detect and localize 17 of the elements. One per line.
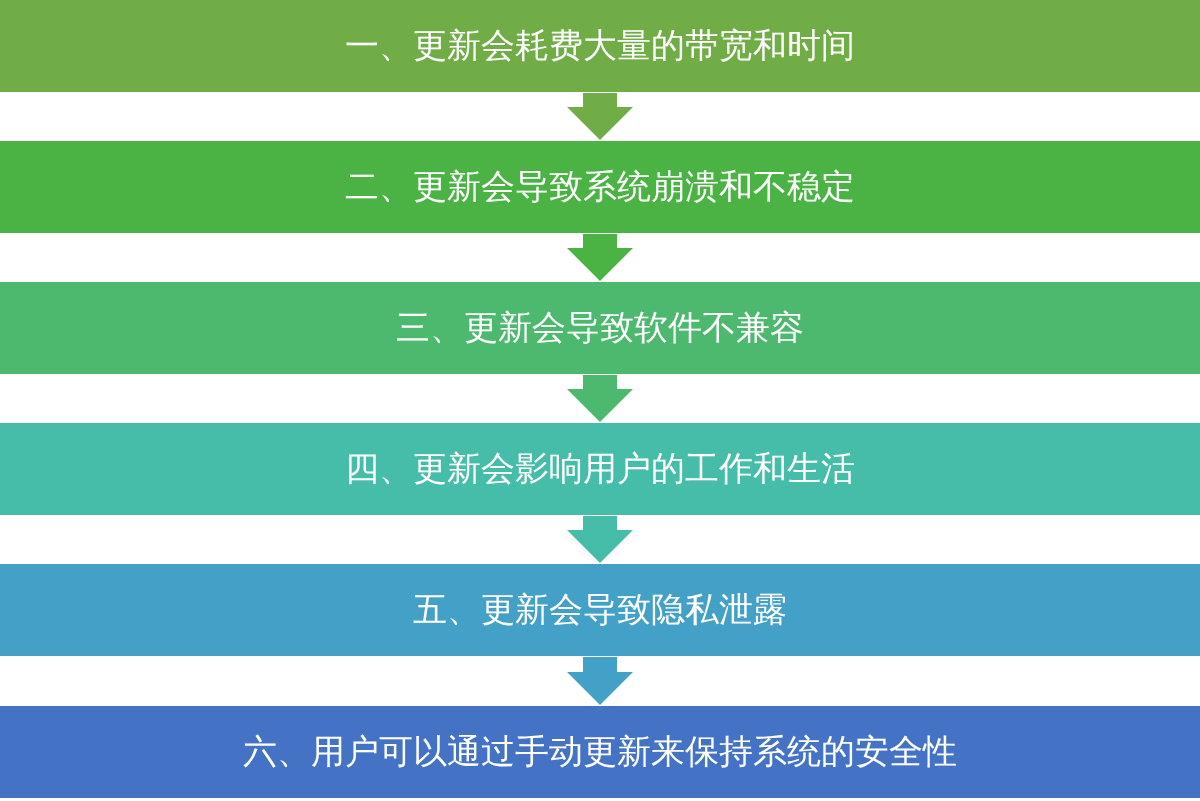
step-box: [0, 423, 1200, 515]
step-text: 四、更新会影响用户的工作和生活: [345, 447, 855, 490]
step-box: [0, 0, 1200, 92]
step-text: 二、更新会导致系统崩溃和不稳定: [345, 165, 855, 208]
step-box: [0, 141, 1200, 233]
step-text: 一、更新会耗费大量的带宽和时间: [345, 24, 855, 67]
step-text: 三、更新会导致软件不兼容: [396, 306, 804, 349]
step-box: [0, 706, 1200, 798]
step-box: [0, 282, 1200, 374]
arrow: [567, 516, 633, 563]
step-box: [0, 564, 1200, 656]
step-text: 六、用户可以通过手动更新来保持系统的安全性: [243, 730, 957, 773]
arrow: [567, 375, 633, 422]
arrow: [567, 234, 633, 281]
arrow: [567, 93, 633, 140]
arrow: [567, 657, 633, 705]
step-text: 五、更新会导致隐私泄露: [413, 588, 787, 631]
